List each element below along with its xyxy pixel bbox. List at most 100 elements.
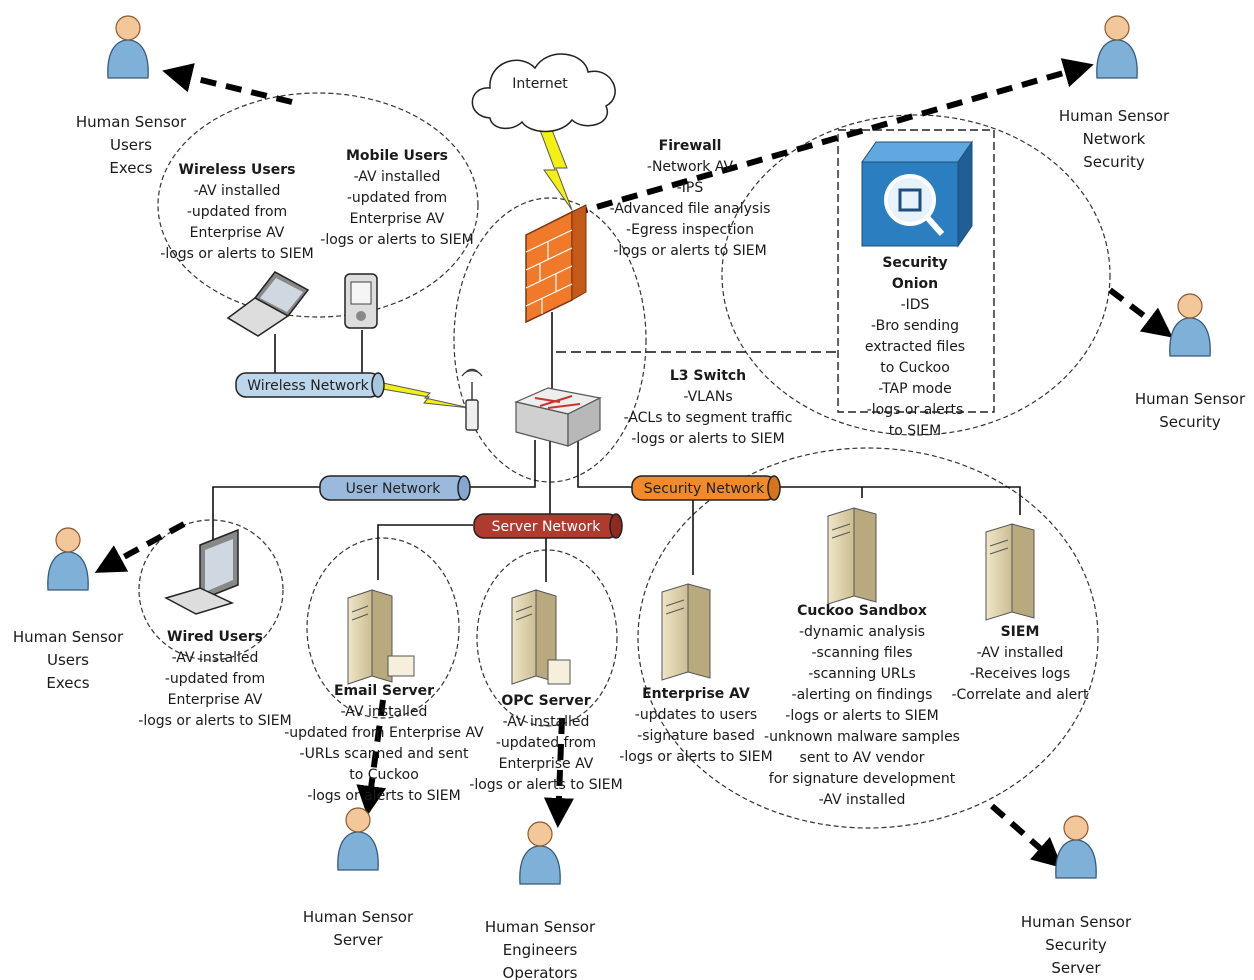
server-icon <box>511 589 571 685</box>
person-icon <box>1169 293 1211 357</box>
alert-arrows <box>94 58 1173 868</box>
security-onion-text-line: -TAP mode <box>878 381 951 397</box>
firewall-text-line: -Network AV <box>647 159 734 175</box>
human-sensor-line: Execs <box>46 674 89 692</box>
human-sensor-line: Human Sensor <box>76 113 187 131</box>
pda-icon <box>344 273 378 329</box>
network-links <box>212 312 1021 582</box>
human-sensor-line: Human Sensor <box>1135 390 1246 408</box>
enterprise-av-text-line: -logs or alerts to SIEM <box>619 749 772 765</box>
firewall-text-line: -logs or alerts to SIEM <box>613 243 766 259</box>
firewall-text-line: -Egress inspection <box>626 222 754 238</box>
human-sensor-line: Human Sensor <box>1021 913 1132 931</box>
server-icon <box>985 523 1035 621</box>
cloud-icon <box>471 53 616 133</box>
mobile-users-text-line: -logs or alerts to SIEM <box>320 232 473 248</box>
mobile-users-text-title: Mobile Users <box>346 148 448 164</box>
user-network-pipe: User Network <box>319 475 471 501</box>
mobile-users-text-line: -updated from <box>347 190 447 206</box>
email-server-text-line: -URLs scanned and sent <box>300 746 469 762</box>
arrow-users-execs-left <box>94 521 186 573</box>
security-onion-box <box>837 129 995 413</box>
cuckoo-text-line: -dynamic analysis <box>799 624 925 640</box>
email-server-text-line: -updated from Enterprise AV <box>284 725 484 741</box>
cuckoo-text-line: -AV installed <box>819 792 906 808</box>
security-onion-text-line: -Bro sending <box>871 318 959 334</box>
wired-users-text-line: -AV installed <box>172 650 259 666</box>
mobile-users-text-line: -AV installed <box>354 169 441 185</box>
siem-text-line: -Receives logs <box>970 666 1070 682</box>
human-sensor-line: Human Sensor <box>1059 107 1170 125</box>
l3-switch-text: L3 Switch-VLANs-ACLs to segment traffic-… <box>624 368 793 447</box>
server-network-pipe: Server Network <box>473 513 623 539</box>
human-sensor-line: Network <box>1083 130 1146 148</box>
user-network-label: User Network <box>346 481 442 497</box>
person-icon <box>107 15 149 79</box>
switch-icon <box>514 387 602 447</box>
human-sensor-line: Users <box>47 651 89 669</box>
security-onion-text-line: to SIEM <box>889 423 941 439</box>
zone-wired-users <box>138 519 284 661</box>
human-sensor-line: Server <box>333 931 383 949</box>
mobile-users-text: Mobile Users -AV installed -updated fromEn… <box>320 148 473 248</box>
wireless-users-text-title: Wireless Users <box>179 162 296 178</box>
cuckoo-text-line: -scanning files <box>811 645 912 661</box>
enterprise-av-text-line: -updates to users <box>635 707 757 723</box>
arrow-network-security <box>571 58 1094 217</box>
firewall-icon <box>525 204 587 324</box>
cuckoo-text-line: -scanning URLs <box>808 666 916 682</box>
security-onion-icon <box>861 140 973 248</box>
firewall-text-line: -Advanced file analysis <box>610 201 771 217</box>
arrow-engineers <box>543 717 574 828</box>
desktop-icon <box>164 528 239 615</box>
labels: Firewall-Network AV-IPS-Advanced file an… <box>13 107 1246 980</box>
firewall-text: Firewall-Network AV-IPS-Advanced file an… <box>610 138 771 259</box>
security-onion-text-line: -IDS <box>901 297 930 313</box>
siem-text-title: SIEM <box>1001 624 1040 640</box>
wired-users-text-title: Wired Users <box>167 629 263 645</box>
human-sensor-line: Operators <box>503 964 578 980</box>
human-sensor-line: Engineers <box>503 941 578 959</box>
firewall-text-line: -IPS <box>677 180 704 196</box>
wireless-ap-icon <box>461 368 483 431</box>
person-icon <box>1096 15 1138 79</box>
server-icon <box>661 583 711 681</box>
wired-users-text-line: -updated from <box>165 671 265 687</box>
l3-switch-text-line: -ACLs to segment traffic <box>624 410 793 426</box>
wireless-network-label: Wireless Network <box>247 378 369 394</box>
arrow-security <box>1108 287 1173 338</box>
human-sensor-line: Security <box>1159 413 1221 431</box>
cuckoo-text-line: -unknown malware samples <box>764 729 960 745</box>
human-sensor-line: Security <box>1045 936 1107 954</box>
opc-server-text: OPC Server-AV installed-updated fromEnte… <box>469 693 622 793</box>
opc-server-text-line: Enterprise AV <box>499 756 594 772</box>
cuckoo-text-line: -alerting on findings <box>792 687 933 703</box>
email-server-text: Email Server-AV installed-updated from E… <box>284 683 484 804</box>
human-sensor-line: Human Sensor <box>485 918 596 936</box>
cuckoo-text-title: Cuckoo Sandbox <box>797 603 927 619</box>
zone-users <box>157 92 479 318</box>
security-onion-text-line: to Cuckoo <box>880 360 950 376</box>
cuckoo-text: Cuckoo Sandbox -dynamic analysis -scanning… <box>764 603 960 808</box>
email-server-text-line: -AV installed <box>341 704 428 720</box>
security-network-pipe: Security Network <box>631 475 781 501</box>
cuckoo-text-line: -logs or alerts to SIEM <box>785 708 938 724</box>
email-server-text-line: to Cuckoo <box>349 767 419 783</box>
server-icon <box>347 589 415 685</box>
wired-users-text-line: Enterprise AV <box>168 692 263 708</box>
siem-text-line: -AV installed <box>977 645 1064 661</box>
cuckoo-text-line: sent to AV vendor <box>800 750 925 766</box>
zone-opc-server <box>476 549 618 727</box>
security-network-label: Security Network <box>644 481 765 497</box>
human-sensor-line: Users <box>110 136 152 154</box>
mobile-users-text-line: Enterprise AV <box>350 211 445 227</box>
arrow-users-execs-top <box>162 63 293 105</box>
security-onion-text-line: -logs or alerts <box>867 402 964 418</box>
server-icon <box>827 507 877 605</box>
